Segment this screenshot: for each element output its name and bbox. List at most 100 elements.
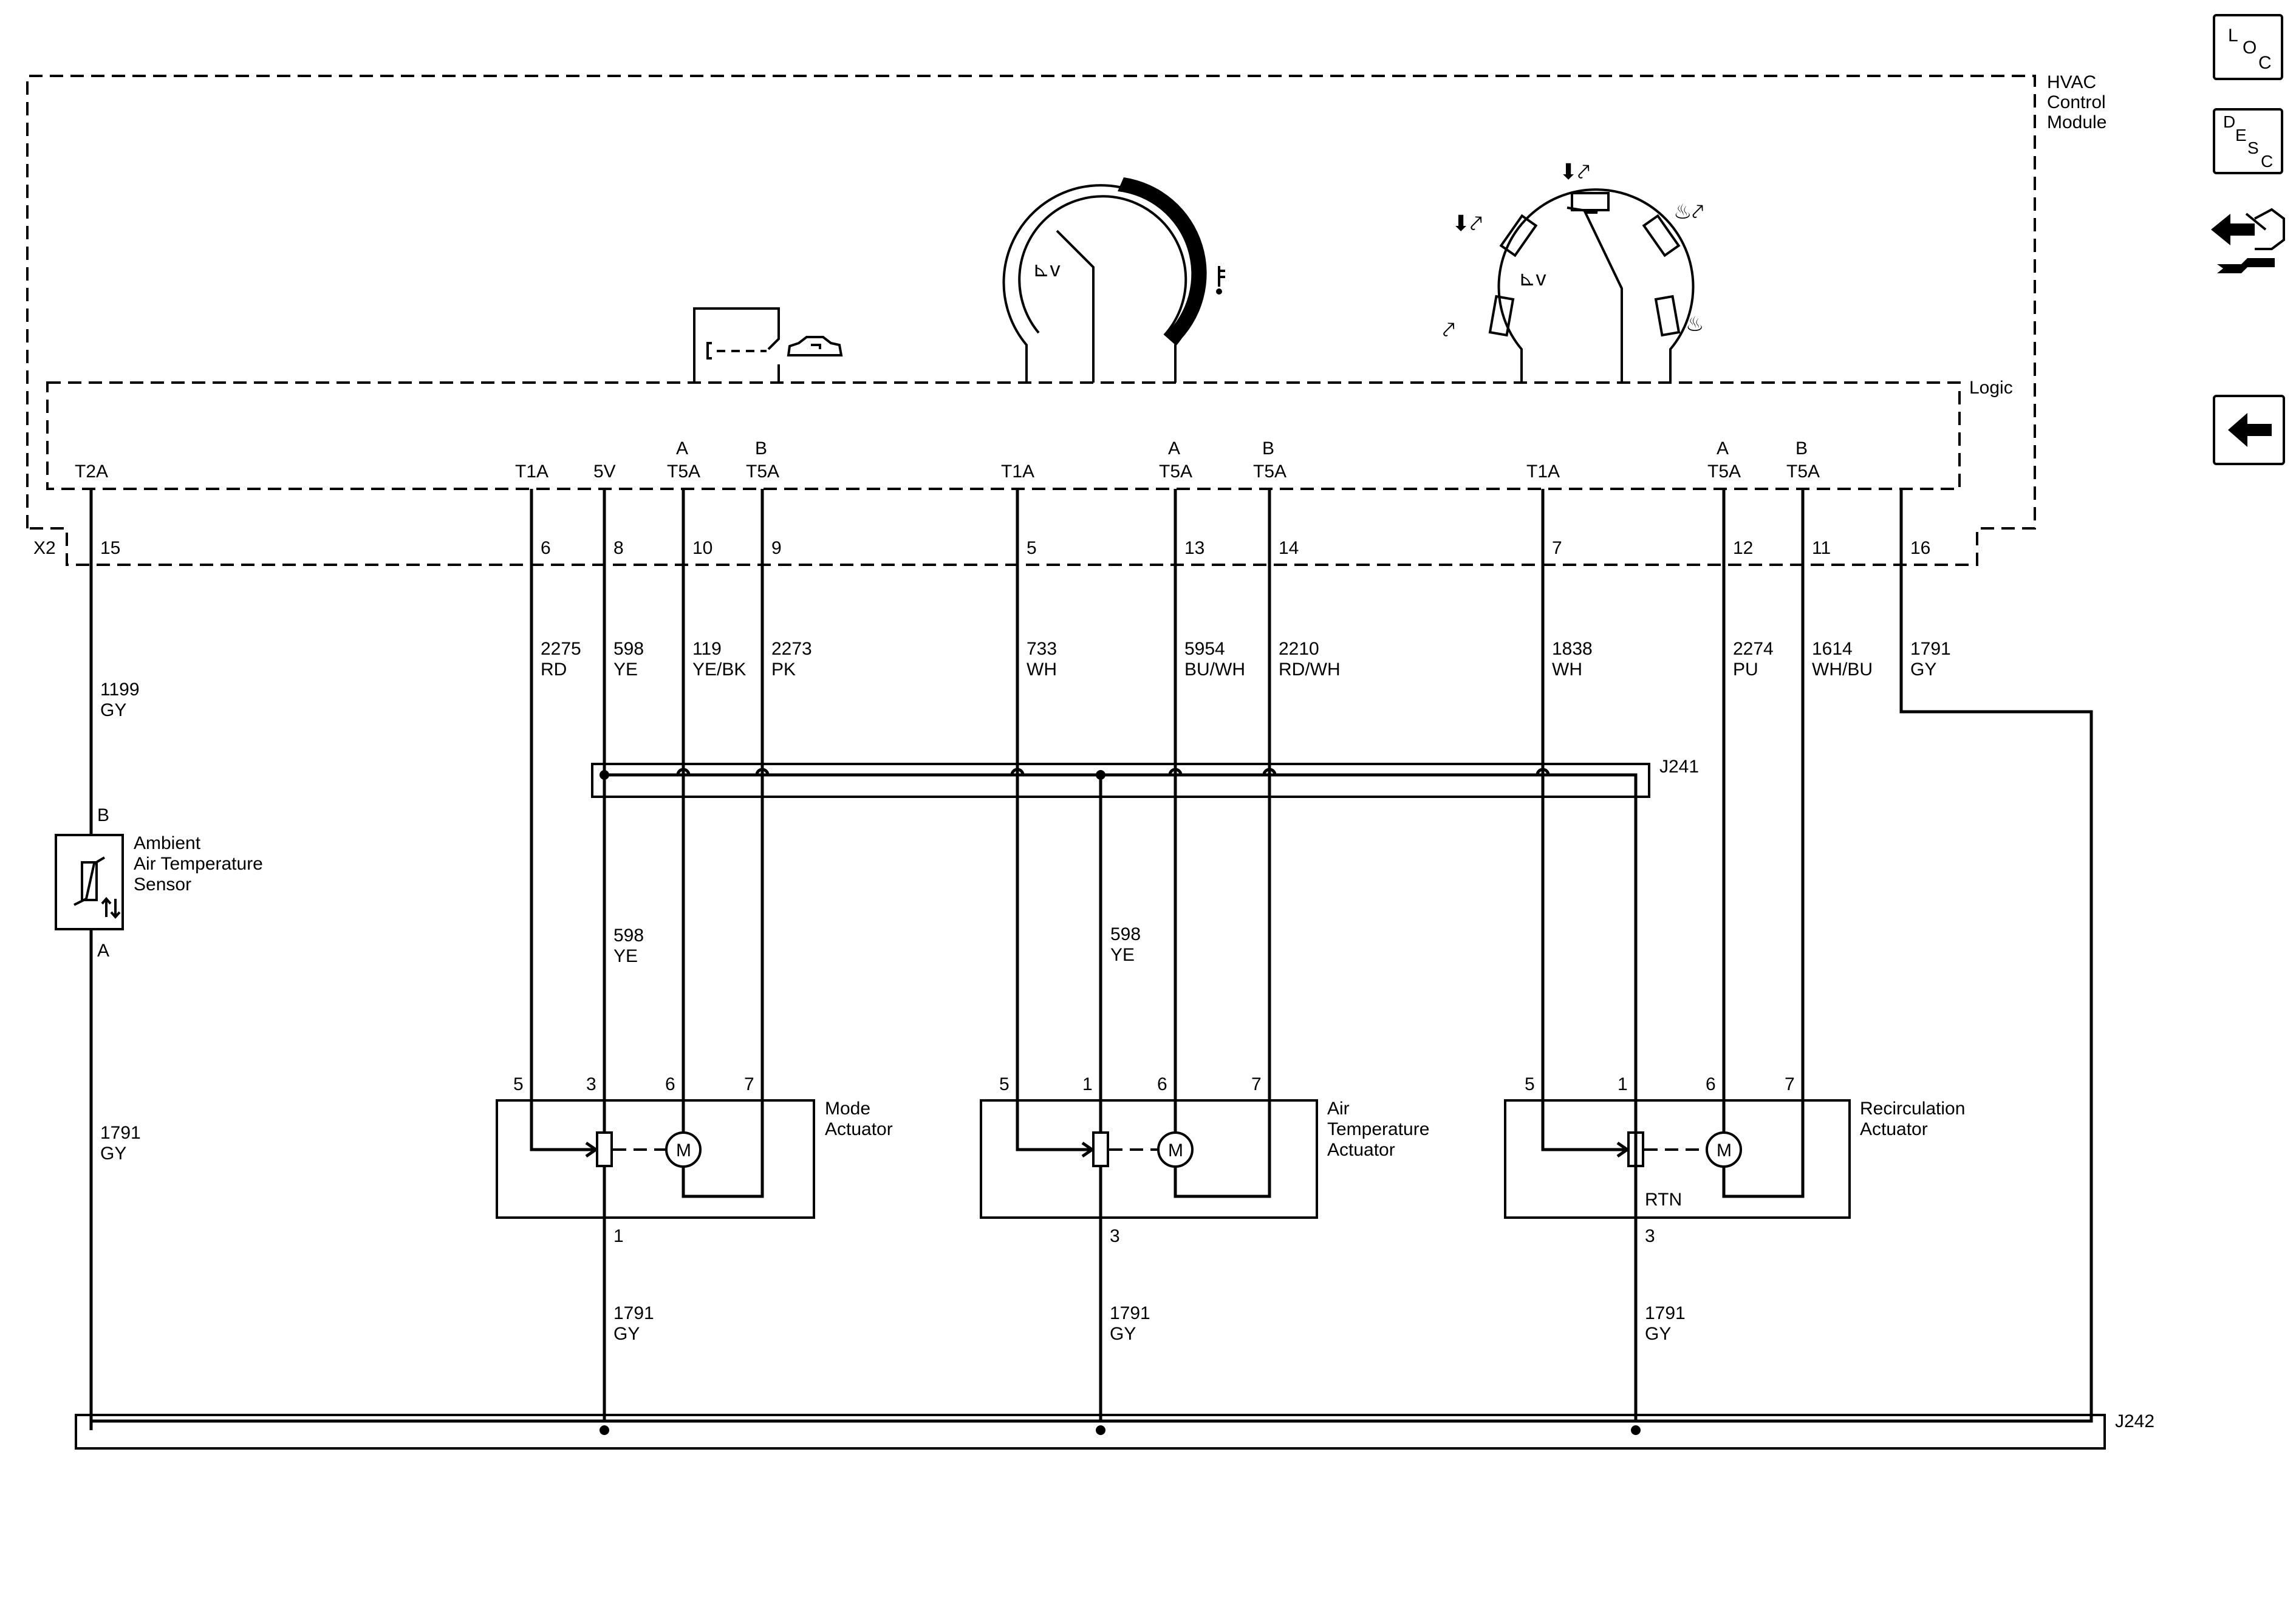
pin-10-letter: A xyxy=(676,438,688,459)
pin-8-function: 5V xyxy=(593,462,616,482)
airtemp-name-line-2: Temperature xyxy=(1327,1119,1429,1139)
vent-floor-icon: ⤤ xyxy=(1443,317,1455,342)
pin-11-function: T5A xyxy=(1786,462,1820,482)
wire-9-color: PK xyxy=(771,660,796,680)
wire-11-circuit: 1614 xyxy=(1812,639,1853,659)
mode-ground-color: GY xyxy=(613,1324,640,1344)
mode-door-panel xyxy=(1571,192,1610,211)
sensor-ground-color: GY xyxy=(100,1144,126,1164)
connector-repair-icon[interactable] xyxy=(2211,208,2285,273)
airtemp-position-sensor xyxy=(1092,1131,1109,1167)
vent-face-icon: ⬇⤤ xyxy=(1559,159,1590,184)
label-layer: T2A151199GYT1A62275RD5V8598YEAT5A10119YE… xyxy=(75,438,2154,1431)
pin-12-function: T5A xyxy=(1707,462,1741,482)
temperature-control-symbol: ⊾v xyxy=(1002,177,1225,383)
loc-letter-c: C xyxy=(2258,53,2272,73)
wire-12-circuit: 2274 xyxy=(1733,639,1774,659)
airtemp-motor-label: M xyxy=(1168,1140,1183,1161)
recirc-pin-top-1: 1 xyxy=(1618,1074,1628,1094)
wire-6-circuit: 2275 xyxy=(541,639,581,659)
pin-10-number: 10 xyxy=(692,538,712,558)
airtemp-pin-top-1: 1 xyxy=(1082,1074,1093,1094)
desc-letter-d: D xyxy=(2223,112,2235,131)
splice-j241-hop-3 xyxy=(1168,768,1183,776)
pin-6-function: T1A xyxy=(515,462,548,482)
splice-j242-label: J242 xyxy=(2115,1411,2154,1431)
pin-7-function: T1A xyxy=(1526,462,1560,482)
pin-14-number: 14 xyxy=(1279,538,1299,558)
sensor-ground-circuit: 1791 xyxy=(100,1123,141,1143)
wire-6-color: RD xyxy=(541,660,567,680)
loc-button[interactable]: L O C xyxy=(2213,14,2283,80)
nav-buttons: L O C D E S C xyxy=(2211,14,2285,465)
connector-label: X2 xyxy=(33,538,56,558)
loc-letter-o: O xyxy=(2243,38,2257,58)
pin-13-number: 13 xyxy=(1184,538,1204,558)
logic-outline xyxy=(46,381,1961,490)
recirc-motor-label: M xyxy=(1717,1140,1732,1161)
splice-j242 xyxy=(75,1414,2106,1450)
wire-14-color: RD/WH xyxy=(1279,660,1341,680)
ambient-air-temperature-sensor: Ambient Air Temperature Sensor B A xyxy=(55,805,263,961)
wire-8-circuit: 598 xyxy=(613,639,644,659)
wire-15-color: GY xyxy=(100,700,126,720)
airtemp-signal-wire xyxy=(1016,489,1092,1151)
airtemp-pin-bottom: 3 xyxy=(1110,1226,1120,1246)
pin-8-number: 8 xyxy=(613,538,624,558)
splice-j241-dot-airtemp xyxy=(1096,770,1105,780)
recirc-pin-top-3: 7 xyxy=(1785,1074,1795,1094)
mode-name-line-2: Actuator xyxy=(825,1119,893,1139)
wire-5-color: WH xyxy=(1027,660,1057,680)
module-name-line-1: HVAC xyxy=(2047,72,2096,92)
wire-10-circuit: 119 xyxy=(692,639,722,659)
pin-13-function: T5A xyxy=(1159,462,1192,482)
ground-bus-1791 xyxy=(89,489,2093,1430)
desc-button[interactable]: D E S C xyxy=(2213,108,2283,174)
airtemp-pin-top-0: 5 xyxy=(999,1074,1010,1094)
recirc-rtn-label: RTN xyxy=(1645,1190,1682,1210)
wire-5-circuit: 733 xyxy=(1027,639,1057,659)
recirc-ground-splice-dot xyxy=(1631,1425,1641,1435)
feed-598-circuit-mode: 598 xyxy=(613,926,644,946)
thermometer-icon xyxy=(1218,266,1225,287)
sensor-name-line-1: Ambient xyxy=(134,833,201,853)
splice-j241-hop-4 xyxy=(1262,768,1277,776)
pin-9-letter: B xyxy=(755,438,767,459)
module-outline xyxy=(26,75,2036,566)
wire-7-color: WH xyxy=(1552,660,1582,680)
airtemp-signal-arrow xyxy=(1081,1141,1095,1158)
mode-pin-bottom: 1 xyxy=(613,1226,624,1246)
airtemp-name-line-1: Air xyxy=(1327,1099,1350,1119)
mode-signal-wire xyxy=(530,489,596,1151)
airtemp-ground-color: GY xyxy=(1110,1324,1136,1344)
desc-letter-c: C xyxy=(2261,152,2273,171)
wire-10-color: YE/BK xyxy=(692,660,746,680)
wire-14-circuit: 2210 xyxy=(1279,639,1319,659)
airtemp-ground-splice-dot xyxy=(1096,1425,1105,1435)
airtemp-motor-b-wire xyxy=(1174,489,1271,1198)
airtemp-name-line-3: Actuator xyxy=(1327,1140,1395,1160)
airtemp-ground-circuit: 1791 xyxy=(1110,1303,1150,1323)
pin-15-number: 15 xyxy=(100,538,120,558)
mode-name-line-1: Mode xyxy=(825,1099,870,1119)
sensor-name-line-2: Air Temperature xyxy=(134,854,263,874)
recirc-pin-top-2: 6 xyxy=(1706,1074,1716,1094)
back-arrow-icon[interactable] xyxy=(2213,395,2285,465)
wire-8-color: YE xyxy=(613,660,638,680)
sensor-pin-b: B xyxy=(97,805,109,825)
airtemp-pin-top-2: 6 xyxy=(1157,1074,1167,1094)
splice-j241-label: J241 xyxy=(1659,757,1699,777)
ac-request-switch-symbol xyxy=(693,307,843,383)
pin-11-number: 11 xyxy=(1812,538,1831,558)
splice-j241 xyxy=(591,763,1650,798)
sensor-pin-a: A xyxy=(97,941,109,961)
logic-label: Logic xyxy=(1969,378,2013,398)
airtemp-pin-top-3: 7 xyxy=(1251,1074,1262,1094)
wire-13-color: BU/WH xyxy=(1184,660,1245,680)
splice-j241-hop-1 xyxy=(755,768,770,776)
splice-j241-hop-5 xyxy=(1536,768,1550,776)
recirc-actuator-box xyxy=(1504,1099,1851,1219)
mode-ground-circuit: 1791 xyxy=(613,1303,654,1323)
pin-7-number: 7 xyxy=(1552,538,1562,558)
pin-9-function: T5A xyxy=(746,462,779,482)
